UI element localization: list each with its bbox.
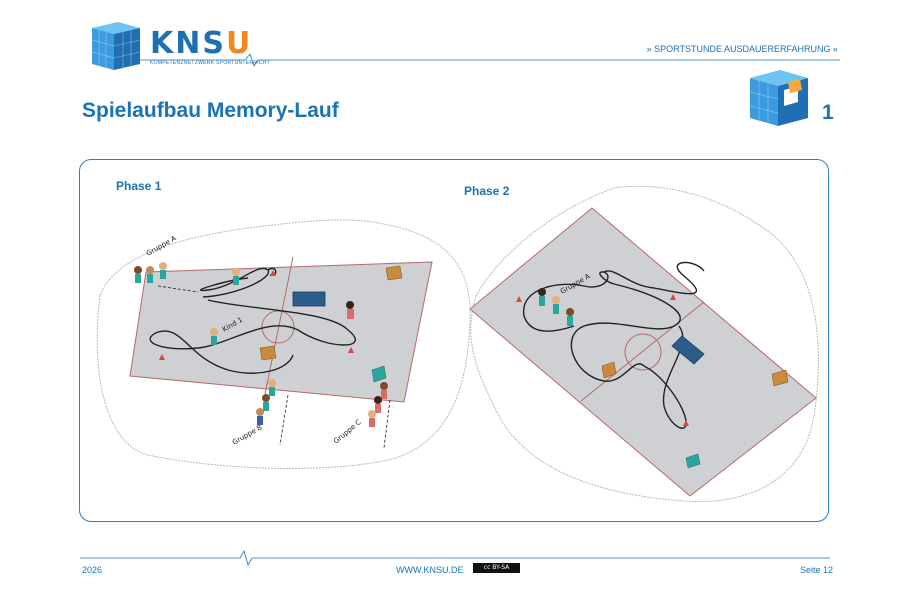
phase2-field-outline [470,185,819,503]
phase1-group-c-kids [368,382,388,427]
header-divider [140,53,840,67]
phase1-field [129,261,433,403]
series-label: » SPORTSTUNDE AUSDAUERERFAHRUNG « [646,44,838,54]
footer-page: Seite 12 [799,565,833,575]
phase1-field-outline [96,219,471,469]
page-title: Spielaufbau Memory-Lauf [82,99,339,122]
cc-license-badge: cc BY-SA [473,563,520,573]
phase2-field [469,207,817,497]
phase1-group-a-label: Gruppe A [145,234,178,258]
footer-divider [80,549,830,567]
phase1-group-c-label: Gruppe C [332,418,363,445]
phase1-group-a-kids [134,262,167,283]
page-number: 1 [822,101,834,124]
phase2-diagram: Gruppe A [469,185,819,503]
phase1-label: Phase 1 [116,179,162,193]
phase2-run-path [523,261,705,429]
logo-subtitle: KOMPETENZNETZWERK SPORTUNTERRICHT [150,60,271,66]
logo-wordmark: KNSU [150,26,253,61]
phase1-group-b-label: Gruppe B [231,423,264,447]
footer-website-link[interactable]: WWW.KNSU.DE [396,565,464,575]
phase1-diagram: Gruppe A Kind 1 Gruppe B Gruppe C [96,219,471,469]
logo-cube-icon [91,22,141,70]
content-frame [79,159,829,522]
cube-badge-icon [749,70,808,126]
phase2-group-a-kids [538,288,574,326]
phase1-run-path [149,267,356,374]
phase2-label: Phase 2 [464,184,510,198]
footer-year: 2026 [82,565,103,575]
phase1-group-b-kids [256,379,276,425]
